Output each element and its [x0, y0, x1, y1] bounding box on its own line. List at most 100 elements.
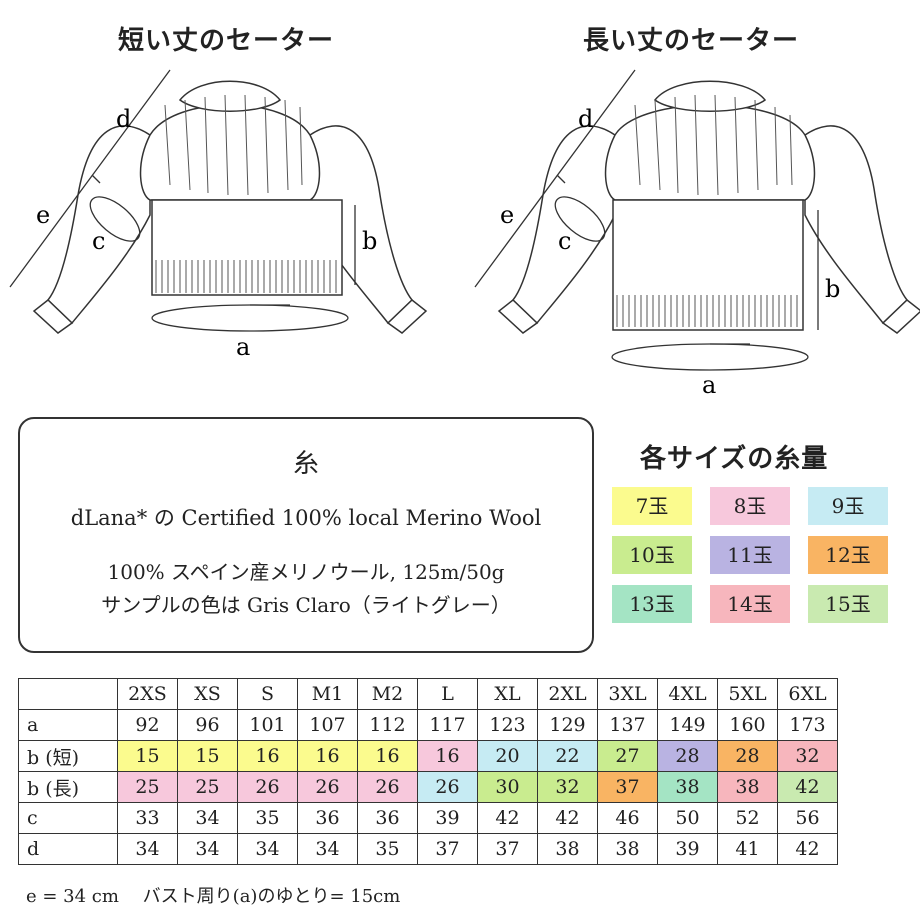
table-cell: 129 — [537, 709, 598, 741]
legend-chip: 7玉 — [612, 487, 692, 525]
table-cell: 25 — [117, 771, 178, 803]
table-cell: 37 — [477, 833, 538, 865]
table-cell: 27 — [597, 740, 658, 772]
yarn-heading: 糸 — [292, 449, 319, 479]
label-c: c — [92, 227, 105, 255]
row-label-cell: a — [18, 709, 118, 741]
size-header-cell: XS — [177, 678, 238, 710]
table-cell: 101 — [237, 709, 298, 741]
long-sweater-title: 長い丈のセーター — [583, 26, 800, 56]
table-cell: 32 — [777, 740, 838, 772]
table-cell: 37 — [597, 771, 658, 803]
row-label-cell: b (長) — [18, 771, 118, 803]
table-cell: 52 — [717, 802, 778, 834]
long-sweater-diagram: d e c b a — [474, 69, 920, 399]
table-cell: 37 — [417, 833, 478, 865]
size-header-cell: 6XL — [777, 678, 838, 710]
row-label-cell: d — [18, 833, 118, 865]
table-cell: 28 — [657, 740, 718, 772]
label-c: c — [558, 227, 571, 255]
table-cell: 16 — [417, 740, 478, 772]
table-cell: 149 — [657, 709, 718, 741]
table-cell: 38 — [597, 833, 658, 865]
table-cell: 38 — [657, 771, 718, 803]
table-cell: 20 — [477, 740, 538, 772]
table-cell: 30 — [477, 771, 538, 803]
table-cell: 50 — [657, 802, 718, 834]
table-cell: 28 — [717, 740, 778, 772]
legend-chip: 12玉 — [808, 536, 888, 574]
table-cell: 26 — [417, 771, 478, 803]
table-cell: 160 — [717, 709, 778, 741]
table-cell: 137 — [597, 709, 658, 741]
table-cell: 34 — [117, 833, 178, 865]
table-cell: 92 — [117, 709, 178, 741]
size-header-cell: 3XL — [597, 678, 658, 710]
table-cell: 42 — [777, 833, 838, 865]
table-cell: 35 — [357, 833, 418, 865]
table-cell: 34 — [177, 833, 238, 865]
table-cell: 36 — [297, 802, 358, 834]
legend-chip: 9玉 — [808, 487, 888, 525]
legend-chip: 15玉 — [808, 585, 888, 623]
row-label-cell: c — [18, 802, 118, 834]
table-cell: 39 — [657, 833, 718, 865]
label-e: e — [36, 201, 50, 229]
table-cell: 38 — [717, 771, 778, 803]
legend-chip: 13玉 — [612, 585, 692, 623]
size-header-cell: 5XL — [717, 678, 778, 710]
table-cell: 34 — [297, 833, 358, 865]
legend-chip: 11玉 — [710, 536, 790, 574]
table-cell: 117 — [417, 709, 478, 741]
table-cell: 38 — [537, 833, 598, 865]
table-cell: 34 — [177, 802, 238, 834]
footnote: e = 34 cm バスト周り(a)のゆとり= 15cm — [26, 886, 401, 907]
size-header-cell: 4XL — [657, 678, 718, 710]
table-cell: 26 — [237, 771, 298, 803]
yarn-line-2: 100% スペイン産メリノウール, 125m/50g — [107, 560, 505, 584]
table-cell: 36 — [357, 802, 418, 834]
size-header-cell: 2XS — [117, 678, 178, 710]
yarn-line-1: dLana* の Certified 100% local Merino Woo… — [70, 506, 542, 530]
table-cell: 16 — [237, 740, 298, 772]
legend-chip: 14玉 — [710, 585, 790, 623]
table-cell: 32 — [537, 771, 598, 803]
legend-chip: 10玉 — [612, 536, 692, 574]
table-cell: 39 — [417, 802, 478, 834]
short-sweater-title: 短い丈のセーター — [118, 26, 335, 56]
table-cell: 35 — [237, 802, 298, 834]
table-cell: 42 — [537, 802, 598, 834]
label-e: e — [500, 201, 514, 229]
table-cell: 112 — [357, 709, 418, 741]
yarn-line-3: サンプルの色は Gris Claro（ライトグレー） — [101, 593, 511, 617]
table-cell: 16 — [357, 740, 418, 772]
table-cell: 33 — [117, 802, 178, 834]
table-cell: 42 — [777, 771, 838, 803]
label-b: b — [362, 227, 377, 255]
short-sweater-diagram: d e c b a — [9, 69, 428, 361]
size-header-cell: M1 — [297, 678, 358, 710]
table-cell: 107 — [297, 709, 358, 741]
table-cell: 42 — [477, 802, 538, 834]
table-cell: 56 — [777, 802, 838, 834]
table-cell: 123 — [477, 709, 538, 741]
table-cell: 46 — [597, 802, 658, 834]
table-cell: 41 — [717, 833, 778, 865]
size-header-cell: XL — [477, 678, 538, 710]
table-cell: 15 — [117, 740, 178, 772]
yarn-info-box: 糸 dLana* の Certified 100% local Merino W… — [18, 417, 594, 653]
table-cell: 34 — [237, 833, 298, 865]
table-cell: 16 — [297, 740, 358, 772]
table-cell: 26 — [297, 771, 358, 803]
label-a: a — [236, 333, 250, 361]
label-b: b — [825, 275, 840, 303]
table-cell: 15 — [177, 740, 238, 772]
label-a: a — [702, 371, 716, 399]
